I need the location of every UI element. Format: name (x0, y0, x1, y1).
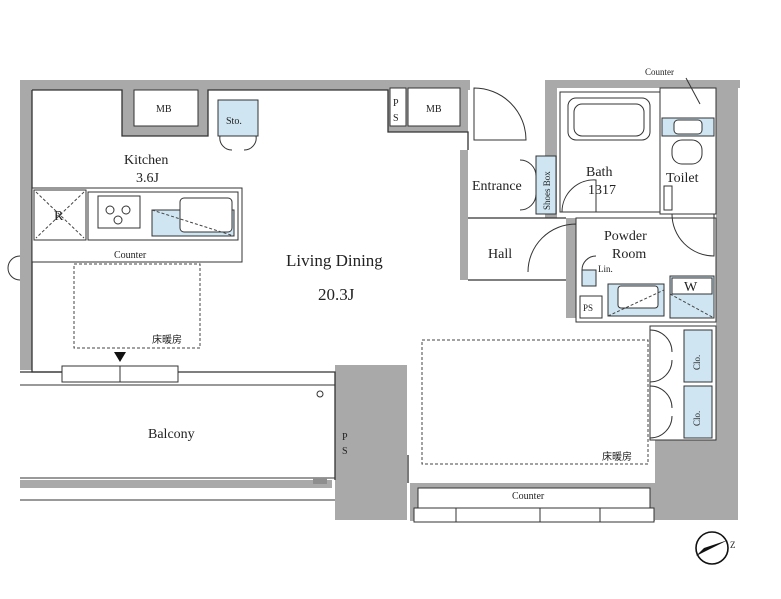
ps-balcony-label-2: S (342, 446, 348, 457)
kitchen-size-label: 3.6J (136, 171, 160, 186)
toilet-bowl (671, 139, 703, 165)
ps-top-label-2: S (393, 113, 399, 124)
floor-heating-label-2: 床暖房 (602, 450, 632, 463)
closet-label-2: Clo. (692, 411, 702, 426)
linen-cabinet (581, 269, 597, 287)
bath-size-label: 1317 (588, 183, 616, 198)
storage-label: Sto. (226, 116, 242, 127)
ps-top-label: P (393, 98, 399, 109)
cooktop (97, 195, 141, 229)
north-arrow-icon: Z (695, 531, 736, 565)
counter-bottom-label: Counter (512, 491, 545, 502)
walls (20, 80, 740, 521)
toilet-label: Toilet (666, 171, 699, 186)
closet-2 (683, 385, 713, 439)
hall-label: Hall (488, 247, 512, 262)
washer-label: W (684, 280, 698, 295)
fridge-label: R (54, 209, 64, 224)
kitchen-label: Kitchen (124, 153, 168, 168)
powder-room-label-1: Powder (604, 229, 647, 244)
entrance-label: Entrance (472, 179, 522, 194)
svg-text:Z: Z (730, 540, 736, 550)
mb-left-label: MB (156, 104, 172, 115)
fixtures (7, 77, 715, 523)
mb-right-label: MB (426, 104, 442, 115)
shoes-box (535, 155, 557, 215)
counter-kitchen-label: Counter (114, 250, 147, 261)
powder-room-label-2: Room (612, 247, 646, 262)
floor-heating-label-1: 床暖房 (152, 333, 182, 346)
ps-balcony-label: P (342, 432, 348, 443)
shoes-box-label: Shoes Box (542, 171, 552, 210)
counter-toilet-label: Counter (645, 67, 674, 77)
living-dining-label: Living Dining (286, 251, 383, 270)
balcony-label: Balcony (148, 427, 195, 442)
linen-label: Lin. (598, 264, 613, 274)
bath-label: Bath (586, 165, 612, 180)
closet-label-1: Clo. (692, 355, 702, 370)
living-size-label: 20.3J (318, 285, 355, 304)
ps-powder-label: PS (583, 303, 593, 313)
triangle-down-icon (114, 352, 126, 362)
closet-1 (683, 329, 713, 383)
storage-cabinet (217, 99, 259, 137)
